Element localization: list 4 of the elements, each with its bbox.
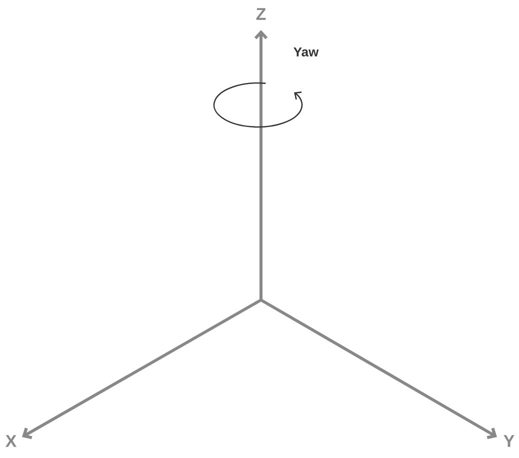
axis-label: X [6,435,17,447]
axis-label: Z [256,8,266,20]
axis-label: Y [504,435,514,447]
rotation-label: Yaw [294,47,319,57]
